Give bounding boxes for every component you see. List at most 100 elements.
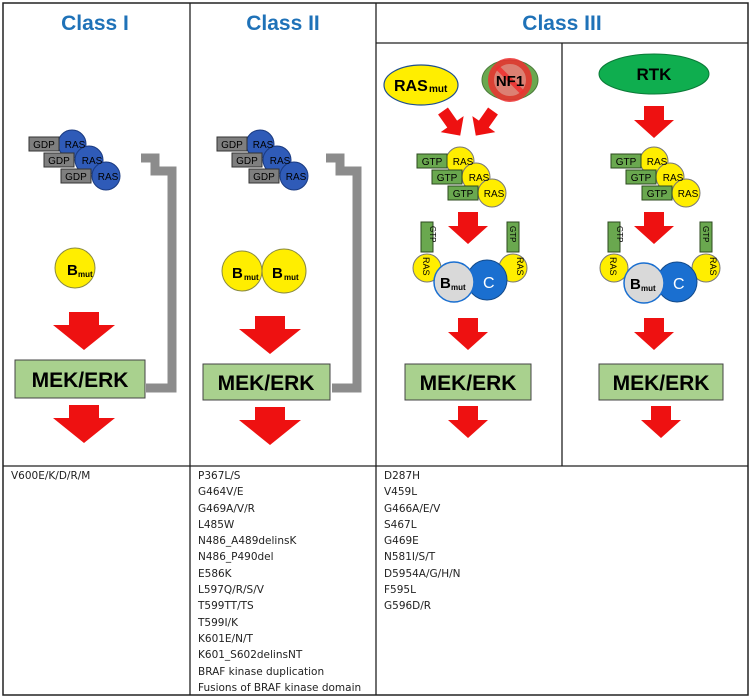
header-class2: Class II [246, 12, 320, 35]
class1-ras-gdp-stack: GDP GDP GDP RAS RAS RAS [28, 129, 121, 191]
svg-text:RAS: RAS [663, 173, 684, 184]
gdp-label: GDP [48, 156, 70, 167]
svg-text:MEK/ERK: MEK/ERK [613, 372, 710, 395]
svg-text:RAS: RAS [453, 157, 474, 168]
class3b-ras-gtp-stack: GTP GTP GTP RAS RAS RAS [610, 146, 701, 208]
mutation-item: K601E/N/T [198, 632, 253, 645]
svg-text:GTP: GTP [428, 226, 437, 242]
header-class1: Class I [61, 12, 129, 35]
svg-text:RAS: RAS [253, 140, 274, 151]
ras-label: RAS [82, 156, 103, 167]
svg-text:RAS: RAS [394, 78, 428, 95]
mutation-item: V459L [384, 486, 418, 499]
mutation-item: K601_S602delinsNT [198, 649, 303, 662]
ras-mut-oval: RAS mut [383, 64, 459, 106]
class2-arrow-1 [239, 316, 301, 354]
header-class3: Class III [522, 12, 601, 35]
svg-text:NF1: NF1 [496, 73, 524, 90]
svg-text:RAS: RAS [515, 257, 525, 276]
rtk-arrow [634, 106, 674, 138]
mutation-item: F595L [384, 584, 416, 597]
b-label: B [67, 262, 78, 279]
svg-text:mut: mut [641, 284, 656, 293]
svg-text:B: B [630, 276, 641, 293]
class1-feedback-inhibition [141, 153, 177, 393]
class3b-arrow-1 [634, 212, 674, 244]
mutation-item: L485W [198, 518, 235, 531]
svg-text:GTP: GTP [701, 226, 710, 242]
svg-text:GTP: GTP [647, 189, 668, 200]
class1-braf-monomer: B mut [54, 247, 96, 289]
class3-arrow-1 [448, 212, 488, 244]
svg-text:C: C [483, 275, 495, 292]
mutation-item: N581I/S/T [384, 551, 436, 564]
mutation-item: L597Q/R/S/V [198, 584, 264, 597]
class3-braf-craf-dimer: GTP RAS GTP RAS B mut C [412, 221, 528, 303]
svg-text:GTP: GTP [437, 173, 458, 184]
svg-text:GDP: GDP [236, 156, 258, 167]
class3b-arrow-2 [634, 318, 674, 350]
class3-arrow-2 [448, 318, 488, 350]
ras-mut-arrow [431, 102, 472, 144]
svg-text:mut: mut [244, 273, 259, 282]
watermark: 知乎 @智慧芽新药科讯 [528, 657, 710, 677]
svg-text:RAS: RAS [678, 189, 699, 200]
class1-arrow-1 [53, 312, 115, 350]
mutation-item: G466A/E/V [384, 502, 441, 515]
class2-ras-gdp-stack: GDP GDP GDP RAS RAS RAS [216, 129, 309, 191]
nf1-inactivated: NF1 [481, 58, 539, 102]
nf1-arrow [464, 102, 505, 144]
svg-text:mut: mut [451, 283, 466, 292]
class3-arrow-3 [448, 406, 488, 438]
mutation-item: T599TT/TS [198, 600, 254, 613]
mutation-item: G464V/E [198, 486, 244, 499]
svg-text:GTP: GTP [615, 226, 624, 242]
class3b-mek-erk: MEK/ERK [598, 363, 724, 401]
class3-mek-erk: MEK/ERK [404, 363, 532, 401]
mut-label: mut [78, 270, 93, 279]
svg-text:GTP: GTP [422, 157, 443, 168]
svg-text:RTK: RTK [637, 65, 673, 84]
class3-mutation-list: D287H V459L G466A/E/V S467L G469E N581I/S/T D5… [384, 468, 461, 615]
svg-text:B: B [232, 265, 243, 282]
svg-text:GTP: GTP [631, 173, 652, 184]
class3b-braf-craf-dimer: GTP RAS GTP RAS B mut C [599, 221, 721, 304]
class1-mek-erk: MEK/ERK [14, 359, 146, 399]
rtk-oval: RTK [598, 53, 710, 95]
svg-text:C: C [673, 276, 685, 293]
mutation-item: G596D/R [384, 600, 432, 613]
svg-text:B: B [272, 265, 283, 282]
class1-mutation-list: V600E/K/D/R/M [11, 468, 90, 484]
svg-text:RAS: RAS [708, 257, 718, 276]
mutation-item: N486_P490del [198, 551, 274, 564]
mutation-item: V600E/K/D/R/M [11, 470, 91, 482]
gdp-label: GDP [33, 140, 55, 151]
class2-arrow-2 [239, 407, 301, 445]
mutation-item: E586K [198, 567, 232, 580]
class3b-arrow-3 [641, 406, 681, 438]
mutation-item: D287H [384, 470, 421, 482]
class2-feedback-inhibition [326, 153, 362, 393]
mutation-item: T599I/K [198, 616, 238, 629]
svg-text:RAS: RAS [286, 172, 307, 183]
gdp-label: GDP [65, 172, 87, 183]
mutation-item: N486_A489delinsK [198, 535, 297, 548]
svg-text:RAS: RAS [484, 189, 505, 200]
svg-text:RAS: RAS [469, 173, 490, 184]
svg-text:B: B [440, 275, 451, 292]
mutation-item: D5954A/G/H/N [384, 567, 461, 580]
svg-text:GDP: GDP [253, 172, 275, 183]
ras-label: RAS [98, 172, 119, 183]
mutation-item: S467L [384, 518, 417, 531]
svg-text:MEK/ERK: MEK/ERK [218, 372, 315, 395]
ras-label: RAS [65, 140, 86, 151]
mutation-item: G469E [384, 535, 419, 548]
svg-text:mut: mut [429, 84, 448, 95]
svg-text:mut: mut [284, 273, 299, 282]
mutation-item: G469A/V/R [198, 502, 255, 515]
svg-text:GDP: GDP [221, 140, 243, 151]
svg-text:GTP: GTP [508, 226, 517, 242]
class1-arrow-2 [53, 405, 115, 443]
mutation-item: P367L/S [198, 470, 241, 482]
